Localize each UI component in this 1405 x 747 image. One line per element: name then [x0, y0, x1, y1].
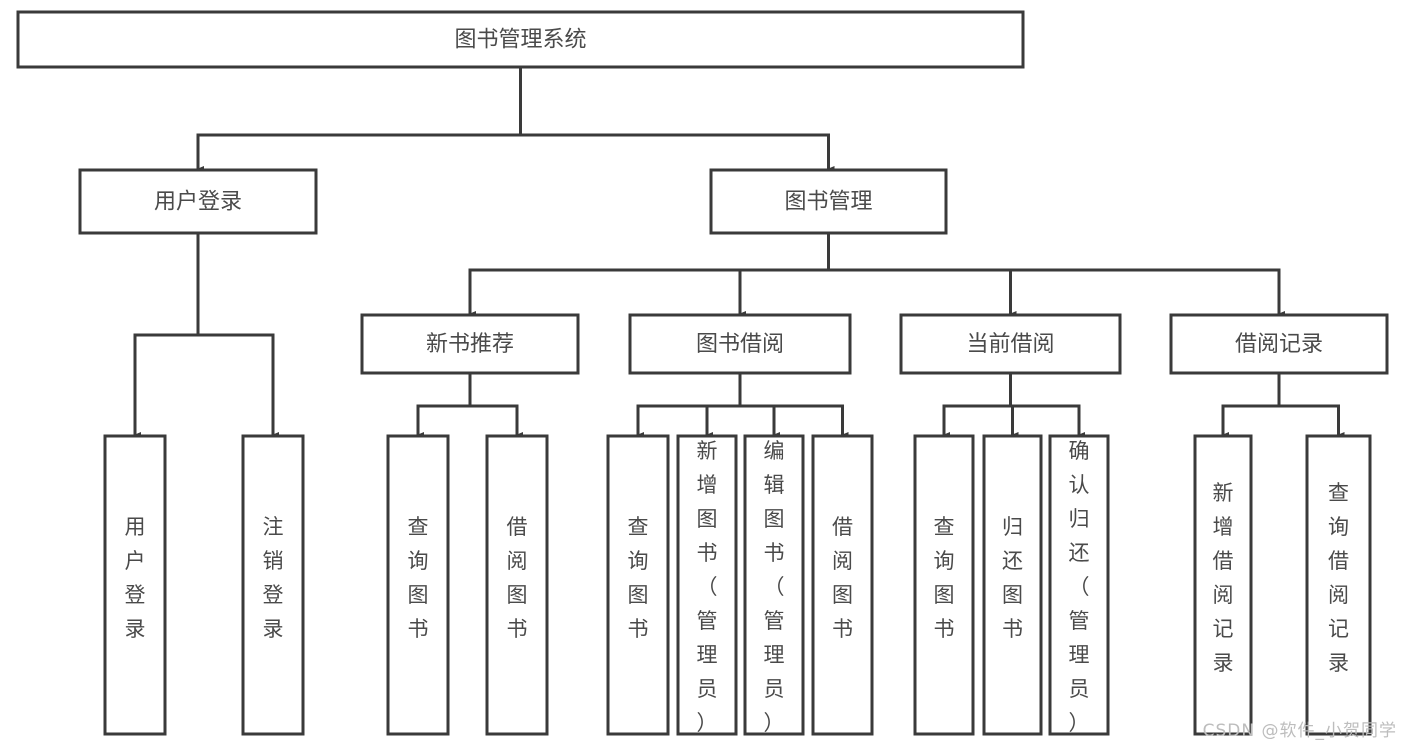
leaf-node-2[interactable]: 查询图书 — [386, 434, 450, 736]
node-label: 新书推荐 — [426, 332, 514, 357]
node-box[interactable] — [606, 434, 670, 736]
node-boxes: 图书管理系统用户登录图书管理新书推荐图书借阅当前借阅借阅记录用户登录注销登录查询… — [16, 10, 1389, 736]
node-label: 查询图书 — [408, 515, 429, 641]
node-box[interactable] — [1193, 434, 1253, 736]
node-label: 查询图书 — [628, 515, 649, 641]
node-label: 用户登录 — [154, 190, 242, 215]
node-label: 确认归还（管理员） — [1069, 439, 1090, 735]
leaf-node-8[interactable]: 查询图书 — [913, 434, 975, 736]
csdn-watermark: CSDN @软件_小贺同学 — [1202, 721, 1397, 741]
node-box[interactable] — [899, 313, 1122, 375]
node-box[interactable] — [676, 434, 738, 736]
node-图书管理[interactable]: 图书管理 — [709, 168, 948, 235]
node-box[interactable] — [913, 434, 975, 736]
node-root-system[interactable]: 图书管理系统 — [16, 10, 1025, 69]
node-label: 编辑图书（管理员） — [764, 439, 785, 735]
leaf-node-6[interactable]: 编辑图书（管理员） — [743, 434, 805, 736]
node-label: 用户登录 — [125, 515, 146, 641]
node-box[interactable] — [360, 313, 580, 375]
leaf-node-1[interactable]: 注销登录 — [241, 434, 305, 736]
node-label: 查询借阅记录 — [1328, 481, 1349, 675]
node-label: 新增借阅记录 — [1213, 481, 1234, 675]
node-box[interactable] — [1169, 313, 1389, 375]
node-label: 当前借阅 — [966, 332, 1054, 357]
node-label: 新增图书（管理员） — [697, 439, 718, 735]
node-label: 借阅图书 — [832, 515, 853, 641]
node-label: 图书管理 — [784, 190, 872, 215]
node-label: 查询图书 — [934, 515, 955, 641]
leaf-node-4[interactable]: 查询图书 — [606, 434, 670, 736]
node-box[interactable] — [1048, 434, 1110, 736]
leaf-node-12[interactable]: 查询借阅记录 — [1305, 434, 1372, 736]
node-label: 借阅记录 — [1235, 332, 1323, 357]
node-box[interactable] — [103, 434, 167, 736]
node-图书借阅[interactable]: 图书借阅 — [628, 313, 852, 375]
node-label: 注销登录 — [263, 515, 284, 641]
leaf-node-3[interactable]: 借阅图书 — [485, 434, 549, 736]
node-label: 图书借阅 — [696, 332, 784, 357]
leaf-node-0[interactable]: 用户登录 — [103, 434, 167, 736]
node-box[interactable] — [1305, 434, 1372, 736]
node-box[interactable] — [982, 434, 1043, 736]
node-box[interactable] — [16, 10, 1025, 69]
leaf-node-10[interactable]: 确认归还（管理员） — [1048, 434, 1110, 736]
node-box[interactable] — [386, 434, 450, 736]
node-用户登录[interactable]: 用户登录 — [78, 168, 318, 235]
node-box[interactable] — [485, 434, 549, 736]
node-box[interactable] — [811, 434, 874, 736]
node-当前借阅[interactable]: 当前借阅 — [899, 313, 1122, 375]
connector-lines — [129, 65, 1345, 442]
node-box[interactable] — [628, 313, 852, 375]
leaf-node-11[interactable]: 新增借阅记录 — [1193, 434, 1253, 736]
node-新书推荐[interactable]: 新书推荐 — [360, 313, 580, 375]
node-label: 借阅图书 — [507, 515, 528, 641]
leaf-node-9[interactable]: 归还图书 — [982, 434, 1043, 736]
leaf-node-5[interactable]: 新增图书（管理员） — [676, 434, 738, 736]
node-label: 归还图书 — [1002, 515, 1023, 641]
node-box[interactable] — [78, 168, 318, 235]
node-box[interactable] — [241, 434, 305, 736]
node-label: 图书管理系统 — [454, 28, 586, 53]
node-借阅记录[interactable]: 借阅记录 — [1169, 313, 1389, 375]
node-box[interactable] — [709, 168, 948, 235]
leaf-node-7[interactable]: 借阅图书 — [811, 434, 874, 736]
node-box[interactable] — [743, 434, 805, 736]
